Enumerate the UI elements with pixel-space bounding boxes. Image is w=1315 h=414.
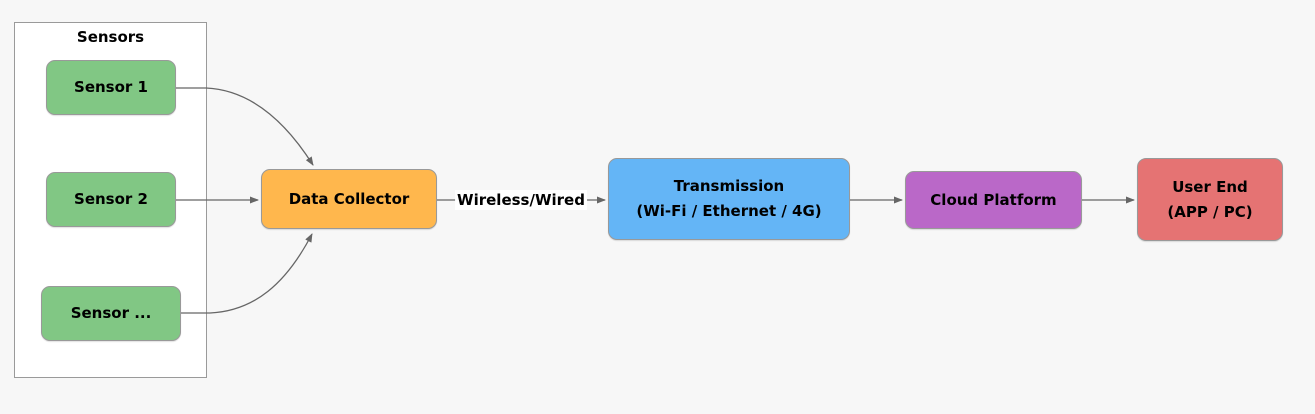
- edge-sensor3-to-collector: [181, 233, 313, 314]
- node-data-collector-label: Data Collector: [288, 189, 410, 208]
- node-user-end-line1: User End: [1172, 177, 1248, 196]
- edge-label-text: Wireless/Wired: [457, 191, 585, 209]
- node-cloud-platform: Cloud Platform: [905, 171, 1082, 229]
- node-transmission-line1: Transmission: [673, 177, 785, 195]
- node-sensor-etc: Sensor ...: [41, 286, 181, 341]
- node-sensor-etc-label: Sensor ...: [70, 304, 152, 322]
- node-sensor-2: Sensor 2: [46, 172, 176, 227]
- node-sensor-1: Sensor 1: [46, 60, 176, 115]
- node-sensor-2-label: Sensor 2: [74, 190, 148, 208]
- node-user-end-line2: (APP / PC): [1167, 202, 1253, 221]
- node-sensor-1-label: Sensor 1: [74, 78, 148, 96]
- node-data-collector: Data Collector: [261, 169, 437, 229]
- node-cloud-platform-label: Cloud Platform: [930, 190, 1057, 209]
- node-user-end: User End (APP / PC): [1137, 158, 1283, 241]
- node-transmission-line2: (Wi-Fi / Ethernet / 4G): [636, 202, 822, 220]
- sensors-group-title: Sensors: [76, 28, 145, 46]
- edge-label-wireless-wired: Wireless/Wired: [455, 190, 587, 210]
- node-transmission: Transmission (Wi-Fi / Ethernet / 4G): [608, 158, 850, 240]
- edge-sensor1-to-collector: [176, 87, 314, 166]
